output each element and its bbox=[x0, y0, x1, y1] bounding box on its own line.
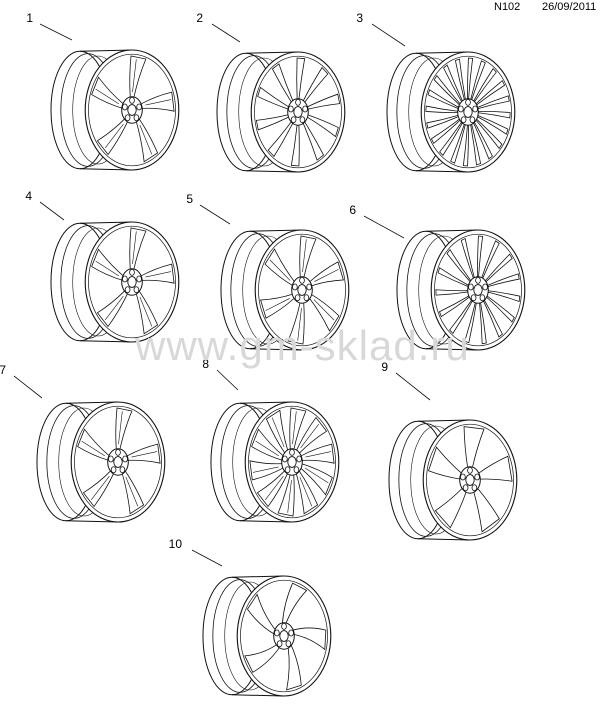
wheel-hub bbox=[291, 276, 313, 304]
wheel-hub bbox=[287, 98, 309, 126]
diagram-code: N102 bbox=[494, 1, 521, 13]
wheel-9: 9 bbox=[381, 360, 518, 541]
callout-leader bbox=[199, 204, 231, 225]
callout-number: 8 bbox=[202, 357, 209, 371]
diagram-date: 26/09/2011 bbox=[542, 1, 597, 13]
callout-number: 9 bbox=[381, 360, 388, 374]
wheel-face bbox=[422, 419, 518, 541]
wheel-spokes bbox=[260, 235, 344, 345]
wheel-spokes bbox=[77, 407, 161, 515]
callout-leader bbox=[371, 23, 406, 47]
callout-leader bbox=[363, 215, 405, 239]
wheel-hub bbox=[121, 268, 143, 296]
wheel-hub bbox=[121, 96, 143, 124]
callout-number: 1 bbox=[26, 11, 33, 25]
wheel-face bbox=[84, 49, 180, 171]
callout-leader bbox=[191, 549, 223, 567]
wheel-hub bbox=[281, 448, 303, 476]
wheel-1: 1 bbox=[26, 11, 180, 171]
wheel-spokes bbox=[91, 227, 175, 335]
wheel-face bbox=[236, 575, 332, 697]
wheel-spokes bbox=[255, 57, 341, 167]
wheel-face bbox=[244, 401, 340, 523]
wheel-hub bbox=[459, 466, 481, 494]
wheel-spokes bbox=[244, 582, 327, 691]
wheel-spokes bbox=[427, 426, 513, 533]
callout-leader bbox=[13, 375, 43, 399]
wheel-6: 6 bbox=[349, 203, 526, 351]
wheel-5: 5 bbox=[186, 192, 350, 351]
wheel-face bbox=[254, 229, 350, 351]
callout-number: 10 bbox=[169, 537, 183, 551]
callout-number: 2 bbox=[196, 11, 203, 25]
wheel-spokes bbox=[249, 407, 335, 517]
wheel-hub bbox=[467, 276, 489, 304]
callout-number: 3 bbox=[356, 11, 363, 25]
watermark: www.gm-sklad.ru bbox=[135, 322, 470, 369]
wheel-4: 4 bbox=[25, 189, 180, 343]
callout-number: 6 bbox=[349, 203, 356, 217]
callout-leader bbox=[216, 369, 239, 391]
wheel-7: 7 bbox=[0, 363, 166, 523]
wheel-spokes bbox=[91, 55, 175, 163]
wheel-3: 3 bbox=[356, 11, 516, 173]
wheel-hub bbox=[273, 622, 295, 650]
callout-number: 5 bbox=[186, 192, 193, 206]
wheel-hub bbox=[107, 448, 129, 476]
wheel-10: 10 bbox=[169, 537, 332, 697]
callout-leader bbox=[39, 23, 73, 41]
wheel-spokes bbox=[425, 57, 511, 167]
wheel-face bbox=[420, 51, 516, 173]
callout-number: 4 bbox=[25, 189, 32, 203]
wheel-spokes bbox=[435, 235, 521, 345]
wheel-face bbox=[250, 51, 346, 173]
wheel-face bbox=[84, 221, 180, 343]
callout-leader bbox=[211, 23, 241, 43]
wheel-hub bbox=[457, 98, 479, 126]
callout-leader bbox=[39, 201, 65, 221]
wheel-8: 8 bbox=[202, 357, 340, 523]
wheel-face bbox=[70, 401, 166, 523]
wheel-2: 2 bbox=[196, 11, 346, 173]
callout-leader bbox=[395, 372, 431, 401]
callout-number: 7 bbox=[0, 363, 6, 377]
wheel-face bbox=[430, 229, 526, 351]
